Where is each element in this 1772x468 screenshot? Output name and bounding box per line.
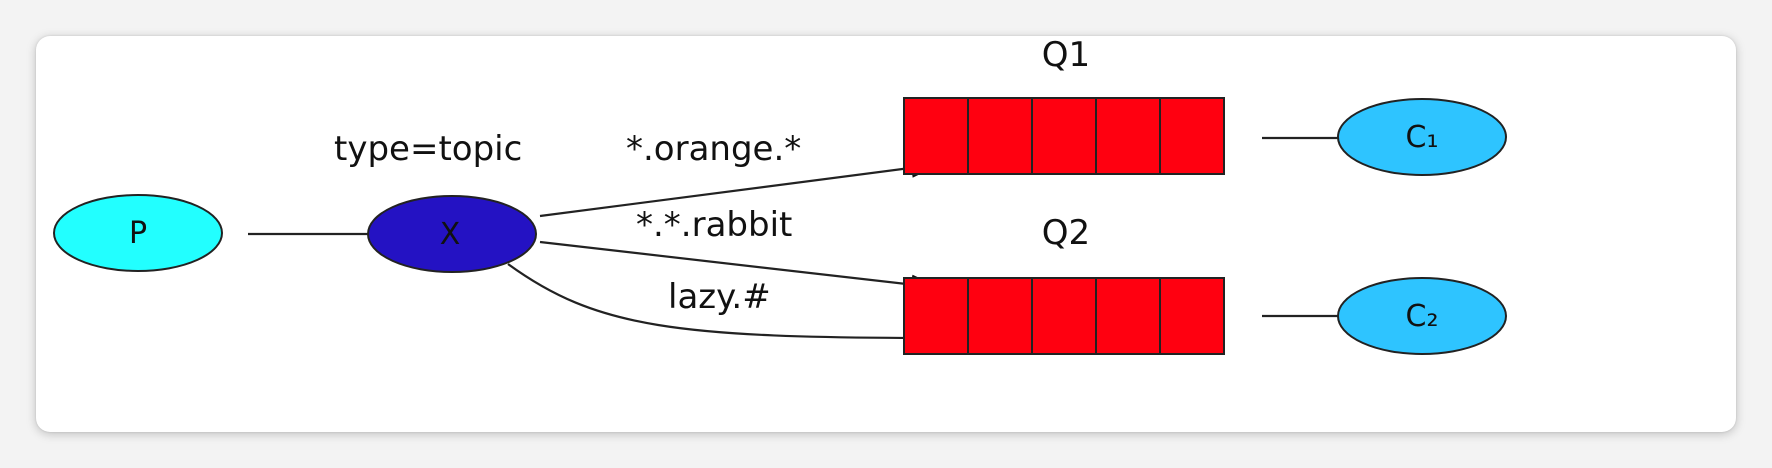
producer-ellipse [53,194,223,272]
diagram-card: P X type=topic *.orange.* *.*.rabbit laz… [36,36,1736,432]
consumer2-ellipse [1337,277,1507,355]
edge-x-to-q2-rabbit [539,240,942,295]
queue2-label: Q2 [1042,213,1090,253]
exchange-type-label: type=topic [334,129,522,169]
edge-x-to-q2-lazy [507,263,942,348]
producer-label: P [129,216,147,251]
consumer2-label: C₂ [1406,299,1439,334]
queue1-label: Q1 [1042,36,1090,75]
exchange-ellipse [367,195,537,273]
producer-node: P [53,194,223,272]
queue1-node: Q1 [903,36,1225,175]
binding-label-orange: *.orange.* [626,129,801,169]
queue2-body [903,277,1225,355]
topic-exchange-diagram: P X type=topic *.orange.* *.*.rabbit laz… [53,36,1507,355]
consumer2-node: C₂ [1337,277,1507,355]
queue1-body [903,97,1225,175]
exchange-node: X [367,195,537,273]
binding-label-rabbit: *.*.rabbit [636,205,792,245]
consumer1-node: C₁ [1337,98,1507,176]
queue2-node: Q2 [903,213,1225,355]
binding-label-lazy: lazy.# [668,277,771,317]
consumer1-ellipse [1337,98,1507,176]
exchange-label: X [440,217,461,252]
consumer1-label: C₁ [1406,120,1439,155]
edge-x-to-q1 [539,157,942,218]
